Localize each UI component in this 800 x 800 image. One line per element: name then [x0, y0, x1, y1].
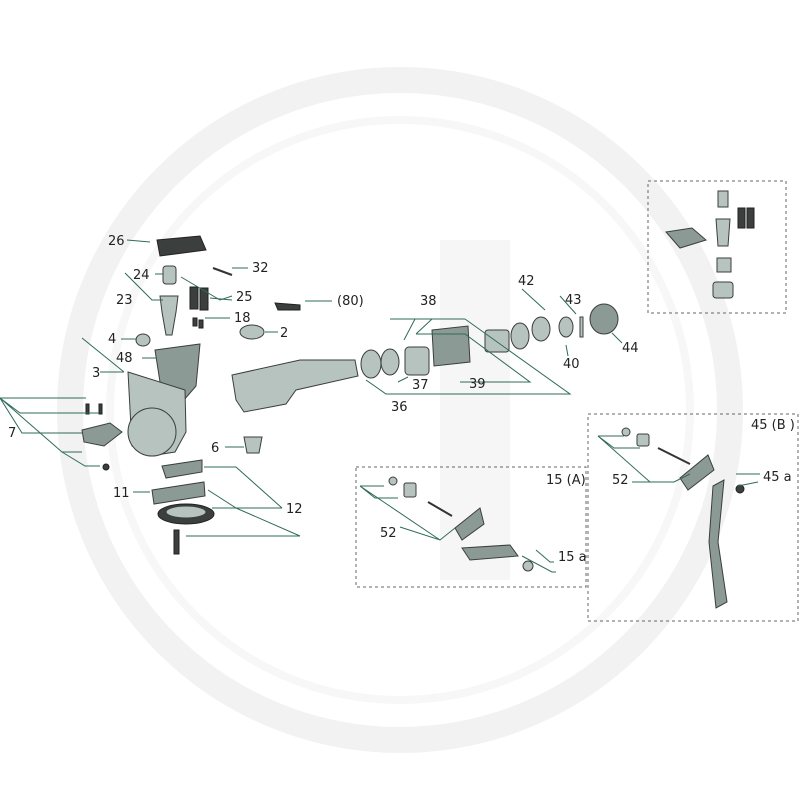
inset-45b-rod	[657, 447, 691, 465]
part-38-flange	[431, 325, 471, 367]
label-52-inset-a: 52	[380, 526, 397, 541]
label-25: 25	[236, 290, 253, 305]
inset-box-15a	[355, 466, 587, 588]
label-40: 40	[563, 357, 580, 372]
label-39: 39	[469, 377, 486, 392]
part-24-sleeve	[162, 265, 177, 285]
part-42-washer	[531, 316, 551, 342]
label-42: 42	[518, 274, 535, 289]
label-52-inset-b: 52	[612, 473, 629, 488]
part-6-bushing	[243, 436, 263, 454]
part-36-seal	[360, 349, 382, 379]
part-12-bolts	[173, 529, 180, 555]
part-44-cap	[589, 303, 619, 335]
label-80: (80)	[337, 294, 364, 309]
inset-15a-sleeve	[403, 482, 417, 498]
inset-box-top	[647, 180, 787, 314]
part-43-pin	[579, 316, 584, 338]
label-26: 26	[108, 234, 125, 249]
inset-top-cup	[712, 281, 734, 299]
label-23: 23	[116, 293, 133, 308]
label-3: 3	[92, 366, 100, 381]
part-18-screw-1	[192, 317, 198, 327]
inset-top-stem	[715, 218, 731, 247]
inset-45b-arm	[708, 479, 728, 609]
label-4: 4	[108, 332, 116, 347]
inset-15a-lever	[454, 507, 485, 541]
axle-yoke	[231, 359, 359, 413]
part-18-screw-2	[198, 319, 204, 329]
part-11-clamp	[151, 481, 206, 505]
label-6: 6	[211, 441, 219, 456]
label-32: 32	[252, 261, 269, 276]
inset-top-pin-2	[746, 207, 755, 229]
inset-15a-washer	[522, 560, 534, 572]
part-37-bearing	[404, 346, 430, 376]
inset-top-bracket	[665, 227, 708, 249]
label-43: 43	[565, 293, 582, 308]
label-18: 18	[234, 311, 251, 326]
part-39-bearing	[484, 329, 510, 353]
part-7-bolt-1	[85, 403, 90, 415]
inset-45b-lever	[679, 454, 715, 491]
part-7-bolt-2	[98, 403, 103, 415]
label-37: 37	[412, 378, 429, 393]
label-45B: 45 (B )	[751, 418, 795, 433]
inset-15a-rod	[427, 501, 453, 517]
part-36-ring	[380, 348, 400, 376]
inset-box-45b	[587, 413, 799, 622]
part-40-nut	[558, 316, 574, 338]
part-4-bushing	[135, 333, 151, 347]
label-48: 48	[116, 351, 133, 366]
part-7-nut	[102, 463, 110, 471]
part-23-stem	[159, 295, 179, 336]
part-80-sensor	[274, 302, 301, 311]
part-25-pin-2	[199, 287, 209, 311]
inset-top-bushing	[716, 257, 732, 273]
inset-45b-bushing	[735, 484, 745, 494]
part-12-seal-inner	[165, 505, 207, 519]
inset-15a-nut	[388, 476, 398, 486]
label-24: 24	[133, 268, 150, 283]
label-11: 11	[113, 486, 130, 501]
part-39-ring	[510, 322, 530, 350]
label-38: 38	[420, 294, 437, 309]
inset-15a-arm	[461, 544, 519, 561]
inset-45b-sleeve	[636, 433, 650, 447]
leader-lines	[0, 239, 760, 573]
inset-top-sleeve	[717, 190, 729, 208]
label-12: 12	[286, 502, 303, 517]
label-36: 36	[391, 400, 408, 415]
label-44: 44	[622, 341, 639, 356]
part-12-ring-upper	[161, 459, 203, 479]
part-32-bolt	[212, 267, 233, 276]
label-15a: 15 a	[558, 550, 587, 565]
part-2-bushing	[239, 324, 265, 340]
inset-45b-nut	[621, 427, 631, 437]
label-7: 7	[8, 426, 16, 441]
part-26-cover	[156, 235, 207, 257]
part-25-pin-1	[189, 286, 199, 310]
label-2: 2	[280, 326, 288, 341]
label-15A: 15 (A)	[546, 473, 586, 488]
label-45a: 45 a	[763, 470, 792, 485]
inset-top-pin-1	[737, 207, 746, 229]
part-7-bracket	[81, 422, 123, 447]
part-3-gear-cover	[127, 407, 177, 457]
